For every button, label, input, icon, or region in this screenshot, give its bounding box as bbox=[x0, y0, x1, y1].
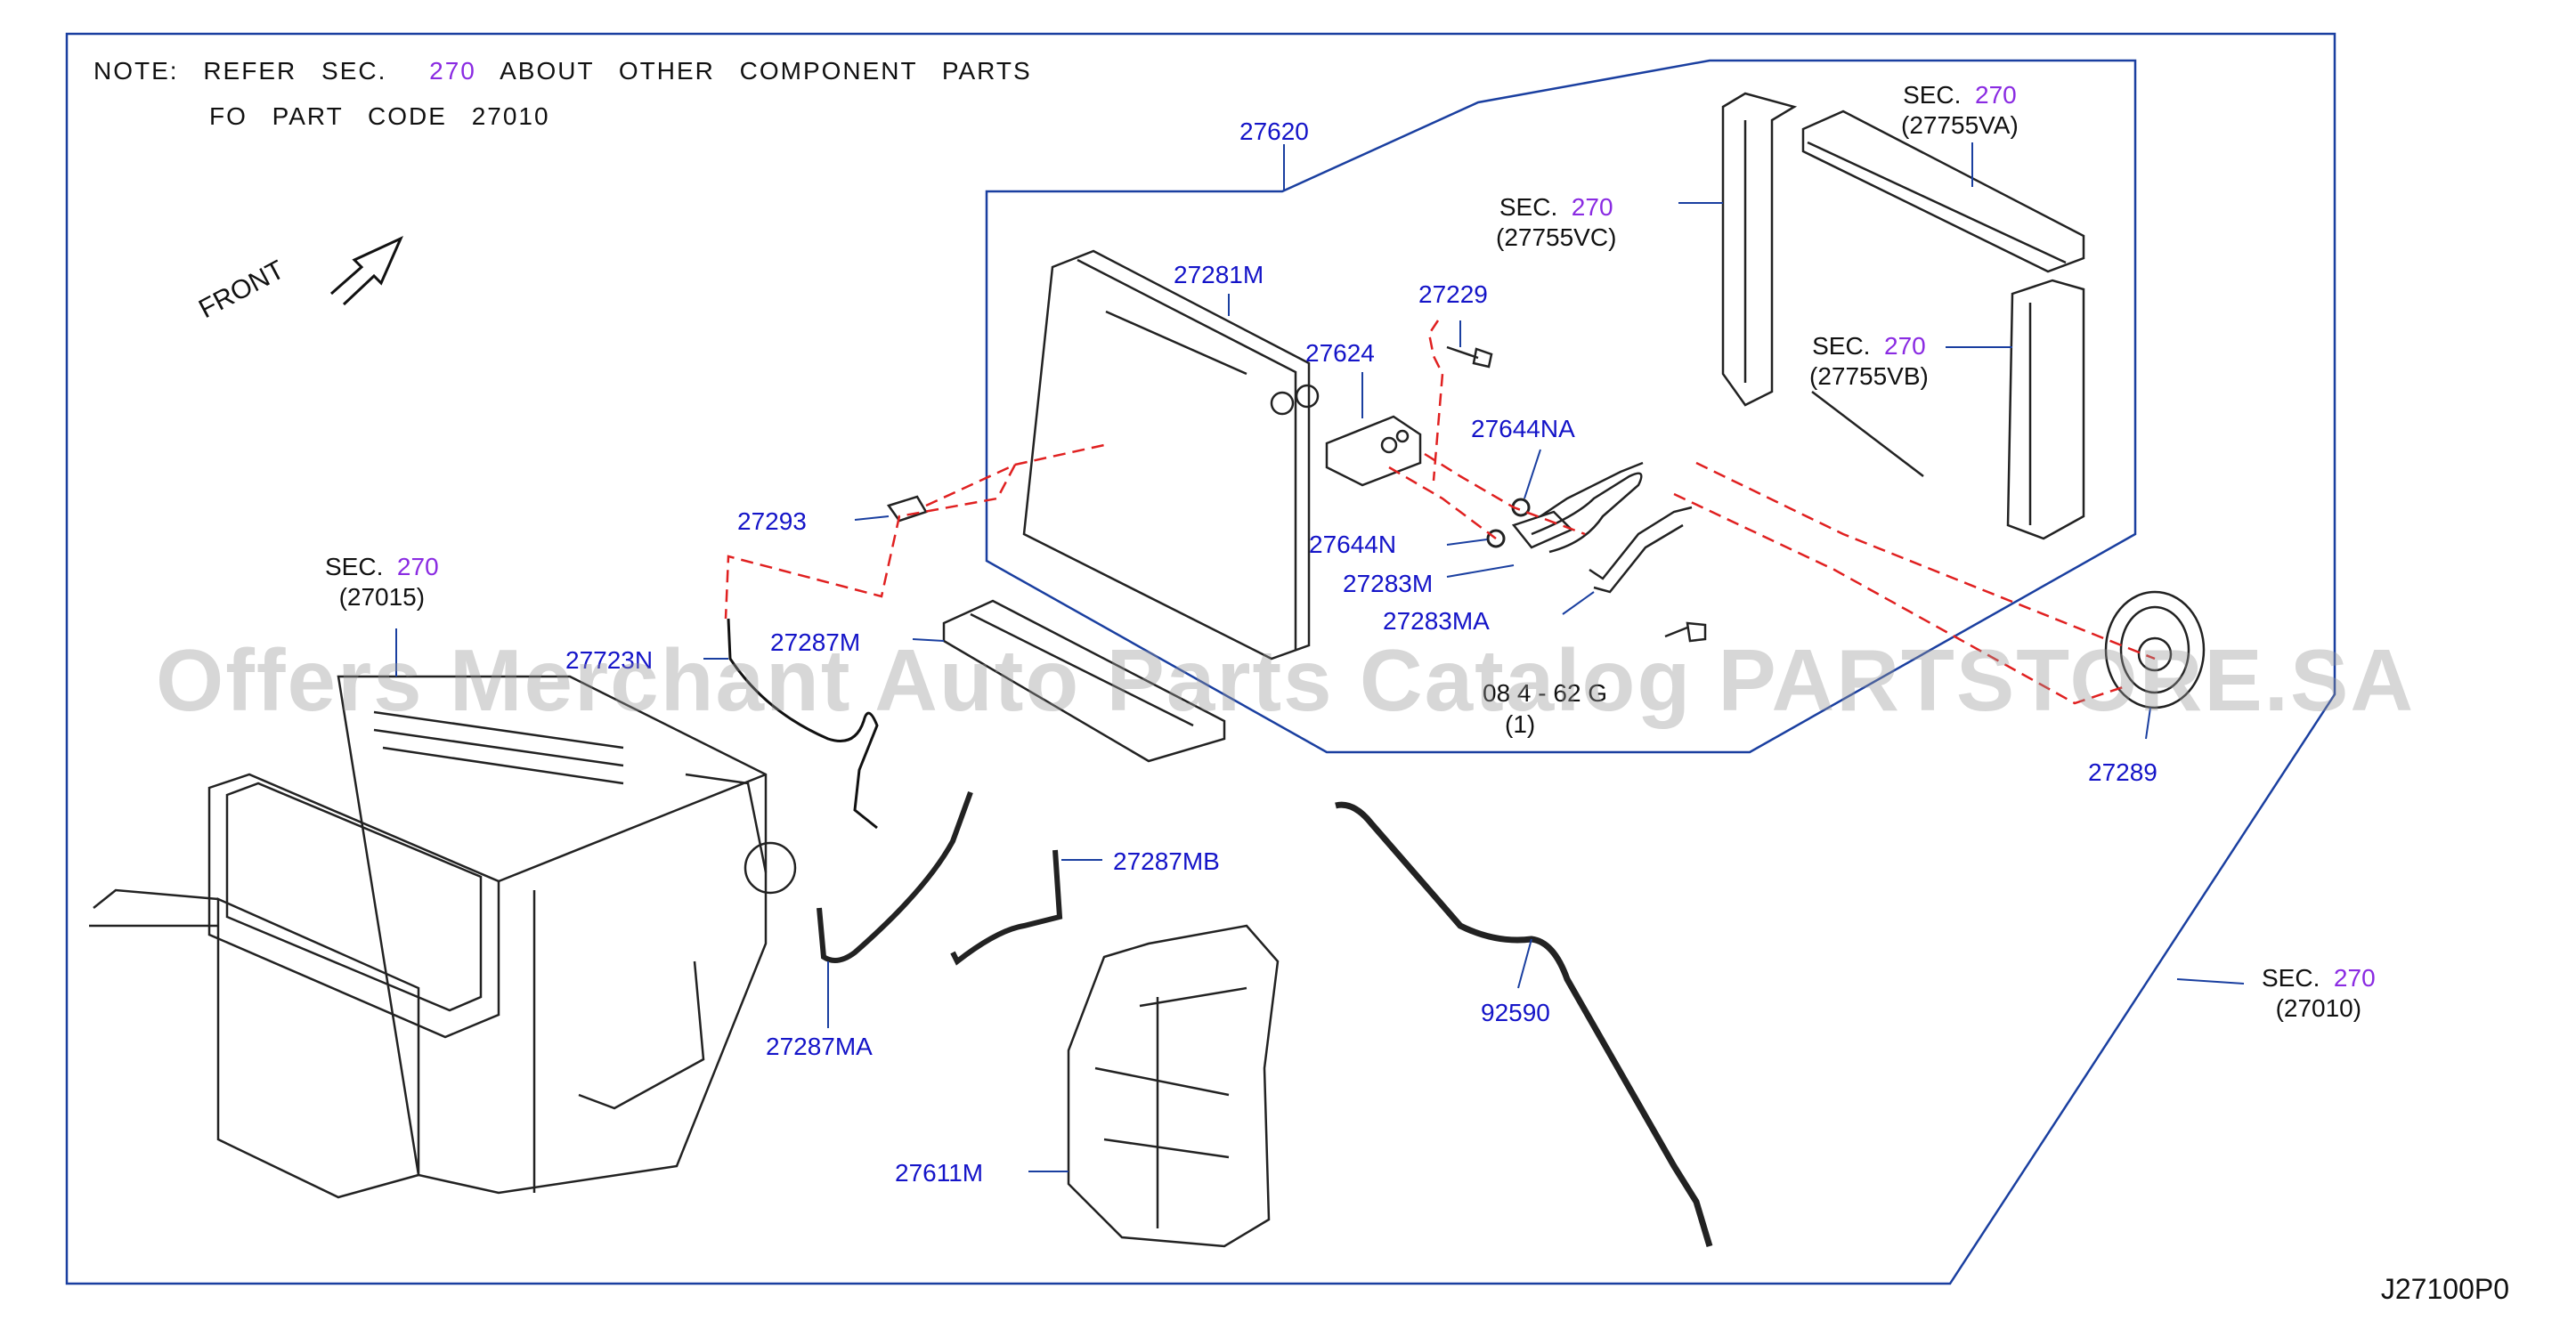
label-27644NA[interactable]: 27644NA bbox=[1471, 415, 1575, 442]
label-27289[interactable]: 27289 bbox=[2088, 758, 2158, 786]
sec-code: (27010) bbox=[2275, 994, 2362, 1022]
sec-code: (27755VB) bbox=[1809, 362, 1929, 390]
harness-27723N bbox=[727, 618, 879, 830]
sec-label: SEC. bbox=[325, 553, 384, 580]
sensor-27293 bbox=[886, 495, 928, 523]
label-27620[interactable]: 27620 bbox=[1239, 118, 1309, 145]
bolt-27229 bbox=[1446, 345, 1493, 369]
note-prefix: NOTE: REFER SEC. bbox=[93, 57, 387, 85]
sec-ref-27755VA[interactable]: SEC. 270 (27755VA) bbox=[1901, 80, 2019, 141]
label-27611M[interactable]: 27611M bbox=[895, 1159, 984, 1187]
grommet-27289 bbox=[2104, 590, 2206, 709]
sec-label: SEC. bbox=[1499, 193, 1558, 221]
insulator-27755VB bbox=[1811, 279, 2085, 540]
label-27283MA[interactable]: 27283MA bbox=[1383, 607, 1490, 635]
sec-label: SEC. bbox=[1903, 81, 1962, 109]
front-arrow-icon bbox=[330, 235, 403, 306]
sec-ref-27010[interactable]: SEC. 270 (27010) bbox=[2262, 963, 2376, 1024]
sec-number: 270 bbox=[1975, 81, 2017, 109]
label-27287M[interactable]: 27287M bbox=[770, 628, 861, 656]
label-92590[interactable]: 92590 bbox=[1481, 999, 1550, 1026]
evaporator-box bbox=[985, 59, 2137, 754]
label-27229[interactable]: 27229 bbox=[1418, 280, 1488, 308]
sec-label: SEC. bbox=[2262, 964, 2320, 992]
label-27293[interactable]: 27293 bbox=[737, 507, 807, 535]
label-27723N[interactable]: 27723N bbox=[565, 646, 654, 674]
blower-case-27611M bbox=[1067, 924, 1280, 1248]
sec-code: (27755VA) bbox=[1901, 111, 2019, 139]
insulator-27755VA bbox=[1801, 109, 2085, 273]
heater-unit-27015 bbox=[89, 675, 797, 1199]
sec-ref-27755VC[interactable]: SEC. 270 (27755VC) bbox=[1496, 192, 1616, 253]
label-bolt-qty: (1) bbox=[1505, 710, 1536, 738]
sec-number: 270 bbox=[1884, 332, 1926, 360]
diagram-code: J27100P0 bbox=[2380, 1273, 2509, 1305]
drain-hose-92590 bbox=[1335, 801, 1713, 1248]
note-suffix: ABOUT OTHER COMPONENT PARTS bbox=[500, 57, 1032, 85]
sec-number: 270 bbox=[1571, 193, 1613, 221]
dashed-assembly-lines bbox=[724, 320, 2156, 705]
label-27624[interactable]: 27624 bbox=[1305, 339, 1375, 367]
note-line-1: NOTE: REFER SEC. 270 ABOUT OTHER COMPONE… bbox=[93, 57, 1032, 85]
sec-label: SEC. bbox=[1812, 332, 1871, 360]
evaporator-pipes bbox=[1511, 461, 1693, 594]
bolt-08 bbox=[1664, 621, 1707, 643]
hose-27287MB bbox=[950, 849, 1063, 966]
hose-27287MA bbox=[817, 790, 973, 963]
sec-number: 270 bbox=[2333, 964, 2376, 992]
sec-ref-27015[interactable]: SEC. 270 (27015) bbox=[325, 552, 439, 612]
label-bolt-code[interactable]: 08 4 - 62 G bbox=[1483, 679, 1608, 707]
note-sec-number: 270 bbox=[429, 57, 476, 85]
sec-number: 270 bbox=[396, 553, 439, 580]
label-27287MA[interactable]: 27287MA bbox=[766, 1033, 873, 1060]
expansion-valve bbox=[1325, 415, 1422, 487]
label-27287MB[interactable]: 27287MB bbox=[1113, 847, 1220, 875]
label-27644N[interactable]: 27644N bbox=[1309, 531, 1397, 558]
sec-code: (27015) bbox=[338, 583, 426, 611]
note-line2-text: FO PART CODE 27010 bbox=[209, 102, 550, 130]
label-27281M[interactable]: 27281M bbox=[1174, 261, 1264, 288]
leader-lines bbox=[395, 142, 2245, 1172]
sec-code: (27755VC) bbox=[1496, 223, 1617, 251]
outer-frame bbox=[65, 32, 2336, 1285]
sec-ref-27755VB[interactable]: SEC. 270 (27755VB) bbox=[1809, 331, 1929, 392]
watermark-text: Offers Merchant Auto Parts Catalog PARTS… bbox=[156, 631, 2416, 729]
o-ring-27644N bbox=[1486, 529, 1506, 548]
note-line-2: FO PART CODE 27010 bbox=[209, 102, 550, 131]
evaporator-core bbox=[1022, 249, 1320, 660]
label-27283M[interactable]: 27283M bbox=[1343, 570, 1434, 597]
insulator-27755VC bbox=[1721, 92, 1798, 407]
